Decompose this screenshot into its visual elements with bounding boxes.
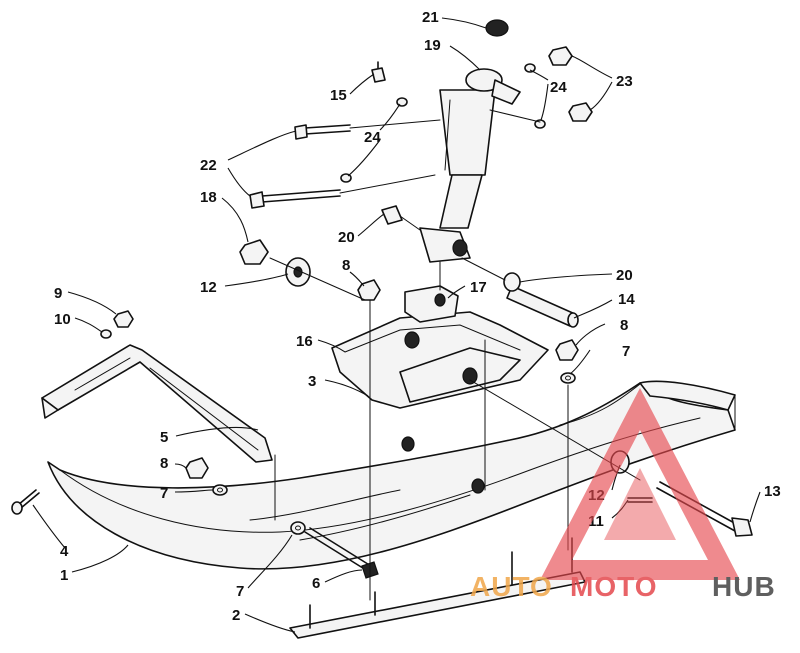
- bolt-4: [11, 489, 40, 515]
- callout-19: 19: [424, 37, 441, 54]
- washer-7-lower: [290, 521, 306, 535]
- shock-absorber: [419, 68, 521, 263]
- callout-9: 9: [54, 285, 62, 302]
- watermark-triangle: [540, 388, 740, 580]
- shock-cap: [485, 19, 509, 37]
- callout-5: 5: [160, 429, 168, 446]
- ski-body: [47, 380, 736, 570]
- callout-leaders: [32, 17, 761, 633]
- callout-7-right: 7: [622, 343, 630, 360]
- spindle-bracket: [404, 285, 459, 323]
- watermark-triangle-inner: [604, 468, 676, 540]
- bushing-20-upper: [381, 205, 403, 225]
- nut-23-lower: [568, 102, 593, 122]
- assembly-lines: [269, 109, 641, 601]
- grease-fitting-15: [371, 61, 386, 83]
- washer-7-left: [212, 484, 228, 496]
- callout-7-lower: 7: [236, 583, 244, 600]
- callout-10: 10: [54, 311, 71, 328]
- callout-4: 4: [60, 543, 69, 560]
- callout-16: 16: [296, 333, 313, 350]
- callout-14: 14: [618, 291, 635, 308]
- callout-8-left: 8: [160, 455, 168, 472]
- callout-17: 17: [470, 279, 487, 296]
- callout-7-left: 7: [160, 485, 168, 502]
- callout-22: 22: [200, 157, 217, 174]
- spring-bar: [41, 344, 273, 463]
- callout-21: 21: [422, 9, 439, 26]
- callout-13: 13: [764, 483, 781, 500]
- callout-2: 2: [232, 607, 240, 624]
- pin-11: [627, 497, 653, 503]
- nut-8-right: [555, 339, 579, 361]
- callout-20-upper: 20: [338, 229, 355, 246]
- shaft-14: [506, 285, 579, 328]
- callout-8-right: 8: [620, 317, 628, 334]
- callout-6: 6: [312, 575, 320, 592]
- washer-10: [100, 329, 112, 339]
- watermark-moto: MOTO: [570, 571, 657, 602]
- bushing-20-right: [503, 272, 521, 292]
- bushing-12-left: [285, 257, 311, 287]
- washer-7-right: [560, 372, 576, 384]
- nut-8-left: [185, 457, 209, 479]
- callout-1: 1: [60, 567, 68, 584]
- callout-3: 3: [308, 373, 316, 390]
- callout-8-upper: 8: [342, 257, 350, 274]
- watermark-auto: AUTO: [470, 571, 553, 602]
- callout-24-left: 24: [364, 129, 381, 146]
- nut-9: [113, 310, 134, 328]
- washer-24-lower: [340, 119, 546, 183]
- nut-23-upper: [548, 46, 573, 66]
- nut-18: [239, 239, 269, 265]
- callout-23: 23: [616, 73, 633, 90]
- watermark: AUTO MOTO HUB: [470, 388, 776, 602]
- bolt-18: [249, 189, 341, 209]
- callout-12-left: 12: [200, 279, 217, 296]
- watermark-hub: HUB: [712, 571, 776, 602]
- bolt-22-upper: [294, 124, 351, 140]
- callout-15: 15: [330, 87, 347, 104]
- callout-20-right: 20: [616, 267, 633, 284]
- ski-saddle: [331, 311, 549, 409]
- callout-18: 18: [200, 189, 217, 206]
- callout-24-right: 24: [550, 79, 567, 96]
